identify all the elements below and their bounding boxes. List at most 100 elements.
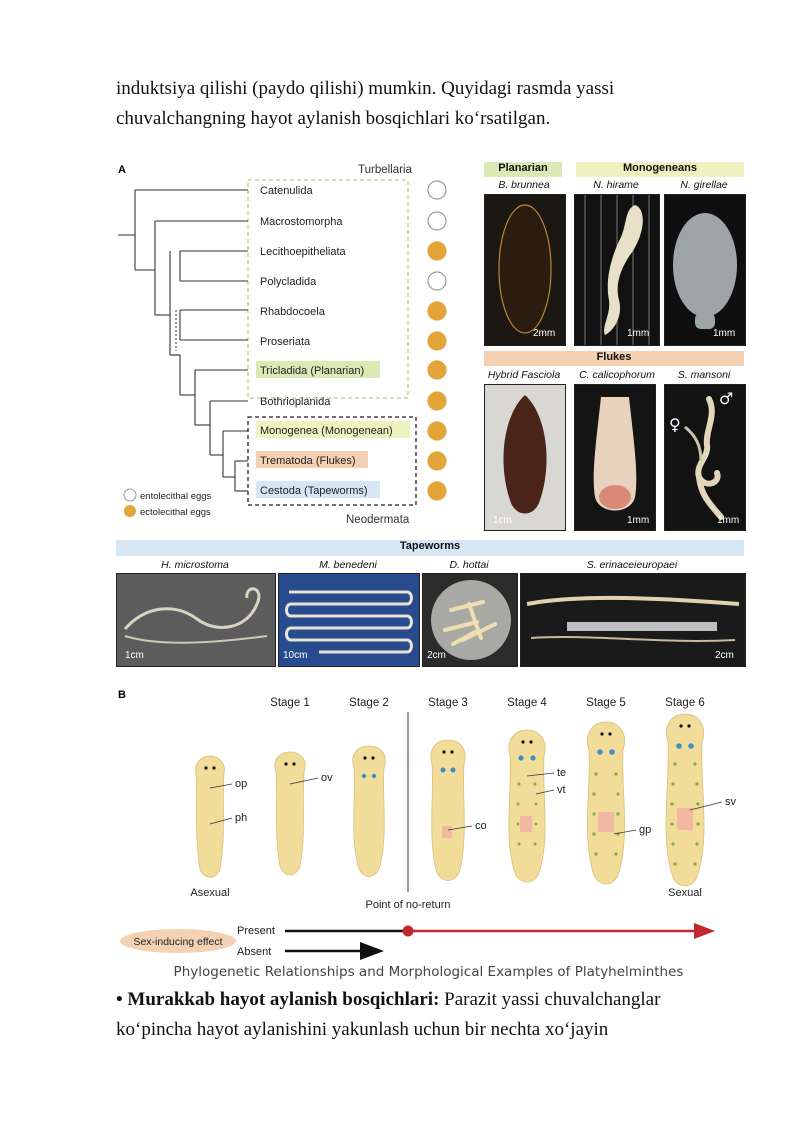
no-return-label: Point of no-return bbox=[366, 899, 451, 911]
scale-bar-label: 2cm bbox=[427, 650, 446, 661]
tree-branches bbox=[118, 189, 248, 492]
taxon-label: Proseriata bbox=[260, 336, 311, 348]
absent-label: Absent bbox=[237, 946, 271, 958]
bottom-paragraph: • Murakkab hayot aylanish bosqichlari: P… bbox=[116, 985, 716, 1045]
stage-label: Stage 2 bbox=[349, 697, 389, 709]
ectolecithal-egg-marker bbox=[427, 421, 447, 441]
sex-inducing-badge bbox=[120, 929, 236, 953]
scale-bar-label: 2mm bbox=[533, 328, 556, 339]
scale-bar-label: 1mm bbox=[713, 328, 736, 339]
organ-label-gp: gp bbox=[639, 824, 651, 836]
male-symbol: ♂ bbox=[719, 389, 734, 408]
organ-leader-lines bbox=[209, 772, 723, 835]
figure-caption: Phylogenetic Relationships and Morpholog… bbox=[173, 964, 684, 980]
ectolecithal-egg-marker bbox=[427, 481, 447, 501]
photo-n-girellae: 1mm bbox=[664, 194, 746, 346]
taxon-label: Rhabdocoela bbox=[260, 306, 326, 318]
scale-bar-label: 1mm bbox=[717, 515, 740, 526]
scale-bar-label: 1mm bbox=[627, 328, 650, 339]
stage-label: Stage 1 bbox=[270, 697, 310, 709]
testes-dots bbox=[516, 762, 700, 866]
organ-label-te: te bbox=[557, 767, 566, 779]
tapeworms-header: Tapeworms bbox=[116, 540, 744, 556]
female-symbol: ♀ bbox=[669, 415, 681, 434]
photo-b-brunnea: 2mm bbox=[484, 194, 566, 346]
monogenean-highlight bbox=[256, 421, 410, 438]
panel-a-label: A bbox=[118, 164, 126, 176]
absent-arrowhead bbox=[360, 942, 384, 960]
phylogeny-panel: A Turbellaria Neodermata bbox=[118, 164, 447, 526]
copulatory-organ bbox=[442, 808, 693, 838]
species-m-benedeni: M. benedeni bbox=[319, 559, 377, 571]
ectolecithal-egg-marker bbox=[427, 391, 447, 411]
life-stages-panel: B Stage 1 Stage 2 Stage 3 Stage 4 Stage … bbox=[118, 689, 737, 960]
eye-spots bbox=[204, 724, 691, 770]
egg-type-markers bbox=[427, 180, 447, 501]
taxon-label: Catenulida bbox=[260, 185, 313, 197]
sex-inducing-label: Sex-inducing effect bbox=[133, 936, 222, 948]
photo-hybrid-fasciola: 1cm bbox=[484, 384, 566, 531]
scale-bar-label: 1cm bbox=[125, 650, 144, 661]
organ-label-vt: vt bbox=[557, 784, 566, 796]
ectolecithal-egg-marker bbox=[427, 331, 447, 351]
bullet-heading: • Murakkab hayot aylanish bosqichlari: bbox=[116, 989, 440, 1010]
ectolecithal-egg-marker bbox=[427, 451, 447, 471]
entolecithal-egg-marker bbox=[427, 271, 447, 291]
photo-d-hottai: 2cm bbox=[422, 573, 518, 667]
taxon-label: Macrostomorpha bbox=[260, 216, 343, 228]
sexual-label: Sexual bbox=[668, 887, 702, 899]
taxon-label: Lecithoepitheliata bbox=[260, 246, 347, 258]
present-arrowhead bbox=[694, 923, 715, 939]
taxon-label: Trematoda (Flukes) bbox=[260, 455, 356, 467]
entolecithal-egg-marker bbox=[427, 211, 447, 231]
species-n-hirame: N. hirame bbox=[593, 179, 639, 191]
photo-h-microstoma: 1cm bbox=[116, 573, 276, 667]
organ-label-op: op bbox=[235, 778, 247, 790]
scale-bar-label: 2cm bbox=[715, 650, 734, 661]
planarian-highlight bbox=[256, 361, 380, 378]
taxon-label: Bothrioplanida bbox=[260, 396, 331, 408]
asexual-label: Asexual bbox=[190, 887, 229, 899]
taxon-label: Polycladida bbox=[260, 276, 317, 288]
flukes-highlight bbox=[256, 451, 368, 468]
photo-m-benedeni: 10cm bbox=[278, 573, 420, 667]
neodermata-label: Neodermata bbox=[346, 514, 410, 526]
ectolecithal-egg-marker bbox=[427, 241, 447, 261]
organ-label-sv: sv bbox=[725, 796, 737, 808]
no-return-dot bbox=[402, 925, 414, 937]
species-n-girellae: N. girellae bbox=[680, 179, 728, 191]
photo-s-erinaceieuropaei: 2cm bbox=[520, 573, 746, 667]
ectolecithal-legend-icon bbox=[124, 505, 136, 517]
photo-n-hirame: 1mm bbox=[574, 194, 660, 346]
stage-label: Stage 3 bbox=[428, 697, 468, 709]
scale-bar-label: 1mm bbox=[627, 515, 650, 526]
organ-label-ph: ph bbox=[235, 812, 247, 824]
species-b-brunnea: B. brunnea bbox=[498, 179, 550, 191]
stage-label: Stage 4 bbox=[507, 697, 547, 709]
species-d-hottai: D. hottai bbox=[449, 559, 489, 571]
turbellaria-label: Turbellaria bbox=[358, 164, 413, 176]
scale-bar-label: 1cm bbox=[493, 515, 512, 526]
planarian-header: Planarian bbox=[484, 162, 562, 177]
species-s-erinaceieuropaei: S. erinaceieuropaei bbox=[586, 559, 678, 571]
intro-paragraph: induktsiya qilishi (paydo qilishi) mumki… bbox=[116, 78, 615, 129]
stage-label: Stage 6 bbox=[665, 697, 705, 709]
ectolecithal-egg-marker bbox=[427, 360, 447, 380]
panel-b-label: B bbox=[118, 689, 126, 701]
legend-ento: entolecithal eggs bbox=[140, 491, 212, 502]
scale-bar-label: 10cm bbox=[283, 650, 308, 661]
organ-label-co: co bbox=[475, 820, 487, 832]
worm-bodies bbox=[195, 713, 705, 887]
taxon-label: Monogenea (Monogenean) bbox=[260, 425, 393, 437]
photo-c-calicophorum: 1mm bbox=[574, 384, 656, 531]
ovary-spots bbox=[361, 743, 694, 779]
bottom-text: Parazit yassi chuvalchanglar ko‘pincha h… bbox=[116, 989, 661, 1040]
present-label: Present bbox=[237, 925, 275, 937]
species-c-calicophorum: C. calicophorum bbox=[579, 369, 655, 381]
species-h-microstoma: H. microstoma bbox=[161, 559, 229, 571]
stage-label: Stage 5 bbox=[586, 697, 626, 709]
species-s-mansoni: S. mansoni bbox=[677, 369, 731, 381]
taxon-label: Tricladida (Planarian) bbox=[260, 365, 364, 377]
taxon-label: Cestoda (Tapeworms) bbox=[260, 485, 368, 497]
organ-label-ov: ov bbox=[321, 772, 333, 784]
